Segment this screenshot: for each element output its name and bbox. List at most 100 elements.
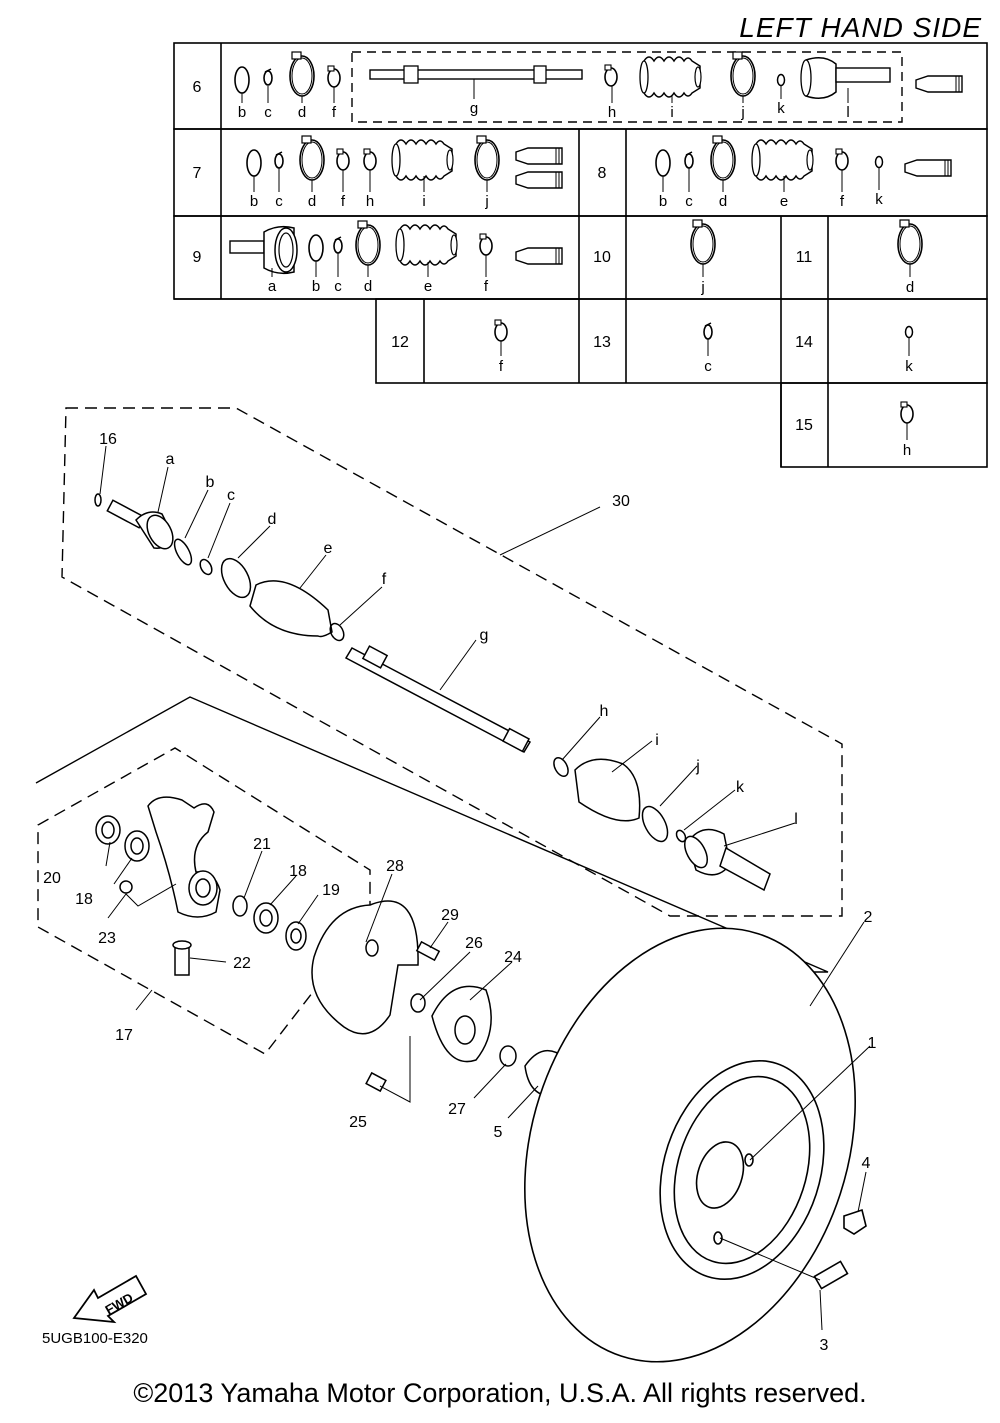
svg-text:b: b — [206, 474, 215, 491]
wheel-and-tire — [524, 927, 867, 1363]
copyright-notice: ©2013 Yamaha Motor Corporation, U.S.A. A… — [133, 1378, 867, 1408]
svg-text:b: b — [250, 193, 258, 210]
brake-hub-parts — [311, 900, 568, 1097]
svg-text:f: f — [341, 193, 346, 210]
svg-text:a: a — [166, 451, 175, 468]
svg-text:e: e — [324, 540, 333, 557]
svg-text:k: k — [736, 779, 745, 796]
svg-text:i: i — [670, 104, 673, 121]
svg-text:h: h — [600, 703, 609, 720]
svg-text:g: g — [470, 100, 478, 117]
svg-text:k: k — [905, 358, 913, 375]
kit-row-7-parts — [246, 135, 563, 189]
svg-text:c: c — [685, 193, 693, 210]
svg-text:23: 23 — [98, 930, 116, 947]
svg-text:f: f — [499, 358, 504, 375]
number-callouts: 1 2 3 4 5 16 17 18 18 19 20 21 22 23 24 … — [43, 431, 876, 1354]
svg-text:f: f — [840, 193, 845, 210]
kit-row-7-labels: b c d f h i j — [250, 168, 489, 210]
svg-text:c: c — [704, 358, 712, 375]
kit-number-10: 10 — [593, 249, 611, 266]
svg-text:l: l — [794, 811, 798, 828]
drive-shaft-parts — [94, 493, 771, 892]
letter-callouts: a b c d e f g h i j k l — [166, 451, 798, 828]
svg-text:f: f — [332, 104, 337, 121]
svg-text:18: 18 — [75, 891, 93, 908]
kit-number-15: 15 — [795, 417, 813, 434]
svg-text:e: e — [780, 193, 788, 210]
kit-table-row-numbers: 6 7 8 9 10 11 12 13 14 15 — [193, 79, 813, 434]
kit-row-9-parts — [229, 220, 563, 275]
svg-text:c: c — [227, 487, 235, 504]
svg-text:k: k — [777, 100, 785, 117]
svg-text:4: 4 — [862, 1155, 871, 1172]
svg-text:5: 5 — [494, 1124, 503, 1141]
svg-text:29: 29 — [441, 907, 459, 924]
svg-text:18: 18 — [289, 863, 307, 880]
kit-table — [173, 42, 988, 468]
svg-text:d: d — [906, 279, 914, 296]
svg-text:c: c — [264, 104, 272, 121]
kit-row-6-parts — [234, 51, 963, 99]
svg-text:c: c — [334, 278, 342, 295]
svg-text:22: 22 — [233, 955, 251, 972]
svg-text:d: d — [268, 511, 277, 528]
kit-row-9-labels: a b c d e f — [268, 253, 489, 295]
drive-shaft-assembly-boundary — [61, 407, 843, 917]
svg-text:h: h — [903, 442, 911, 459]
svg-text:17: 17 — [115, 1027, 133, 1044]
svg-text:i: i — [422, 193, 425, 210]
diagram-code: 5UGB100-E320 — [42, 1330, 148, 1347]
kit-number-13: 13 — [593, 334, 611, 351]
svg-text:d: d — [308, 193, 316, 210]
svg-text:j: j — [740, 104, 744, 121]
kit-row-8-labels: b c d e f k — [659, 168, 883, 210]
svg-text:f: f — [484, 278, 489, 295]
svg-text:h: h — [366, 193, 374, 210]
kit-row-6-labels: b c d f g h i j k l — [238, 79, 850, 121]
kit-number-14: 14 — [795, 334, 813, 351]
svg-text:20: 20 — [43, 870, 61, 887]
knuckle-group-boundary — [37, 747, 371, 1055]
svg-text:21: 21 — [253, 836, 271, 853]
svg-text:g: g — [480, 627, 489, 644]
kit-number-6: 6 — [193, 79, 202, 96]
svg-text:k: k — [875, 191, 883, 208]
svg-text:h: h — [608, 104, 616, 121]
svg-text:26: 26 — [465, 935, 483, 952]
svg-text:a: a — [268, 278, 277, 295]
svg-text:i: i — [655, 732, 659, 749]
svg-text:e: e — [424, 278, 432, 295]
kit-number-8: 8 — [598, 165, 607, 182]
leader-lines — [99, 445, 871, 1331]
svg-text:3: 3 — [820, 1337, 829, 1354]
svg-text:d: d — [719, 193, 727, 210]
kit-number-7: 7 — [193, 165, 202, 182]
svg-text:24: 24 — [504, 949, 522, 966]
svg-text:27: 27 — [448, 1101, 466, 1118]
svg-text:b: b — [238, 104, 246, 121]
svg-text:j: j — [484, 193, 488, 210]
svg-text:j: j — [695, 758, 700, 775]
svg-text:j: j — [700, 279, 704, 296]
svg-text:30: 30 — [612, 493, 630, 510]
svg-text:b: b — [312, 278, 320, 295]
svg-text:25: 25 — [349, 1114, 367, 1131]
svg-text:d: d — [298, 104, 306, 121]
fwd-arrow-icon: FWD — [72, 1274, 148, 1324]
svg-text:l: l — [846, 104, 849, 121]
knuckle-parts — [95, 796, 307, 976]
svg-text:2: 2 — [864, 909, 873, 926]
kit-single-parts: j d f c k h — [494, 219, 923, 459]
svg-text:d: d — [364, 278, 372, 295]
kit-number-11: 11 — [796, 249, 813, 266]
svg-text:f: f — [382, 571, 387, 588]
page-title: LEFT HAND SIDE — [739, 12, 982, 43]
svg-text:16: 16 — [99, 431, 117, 448]
svg-text:28: 28 — [386, 858, 404, 875]
svg-text:c: c — [275, 193, 283, 210]
svg-text:1: 1 — [868, 1035, 877, 1052]
kit-number-12: 12 — [391, 334, 409, 351]
svg-text:19: 19 — [322, 882, 340, 899]
